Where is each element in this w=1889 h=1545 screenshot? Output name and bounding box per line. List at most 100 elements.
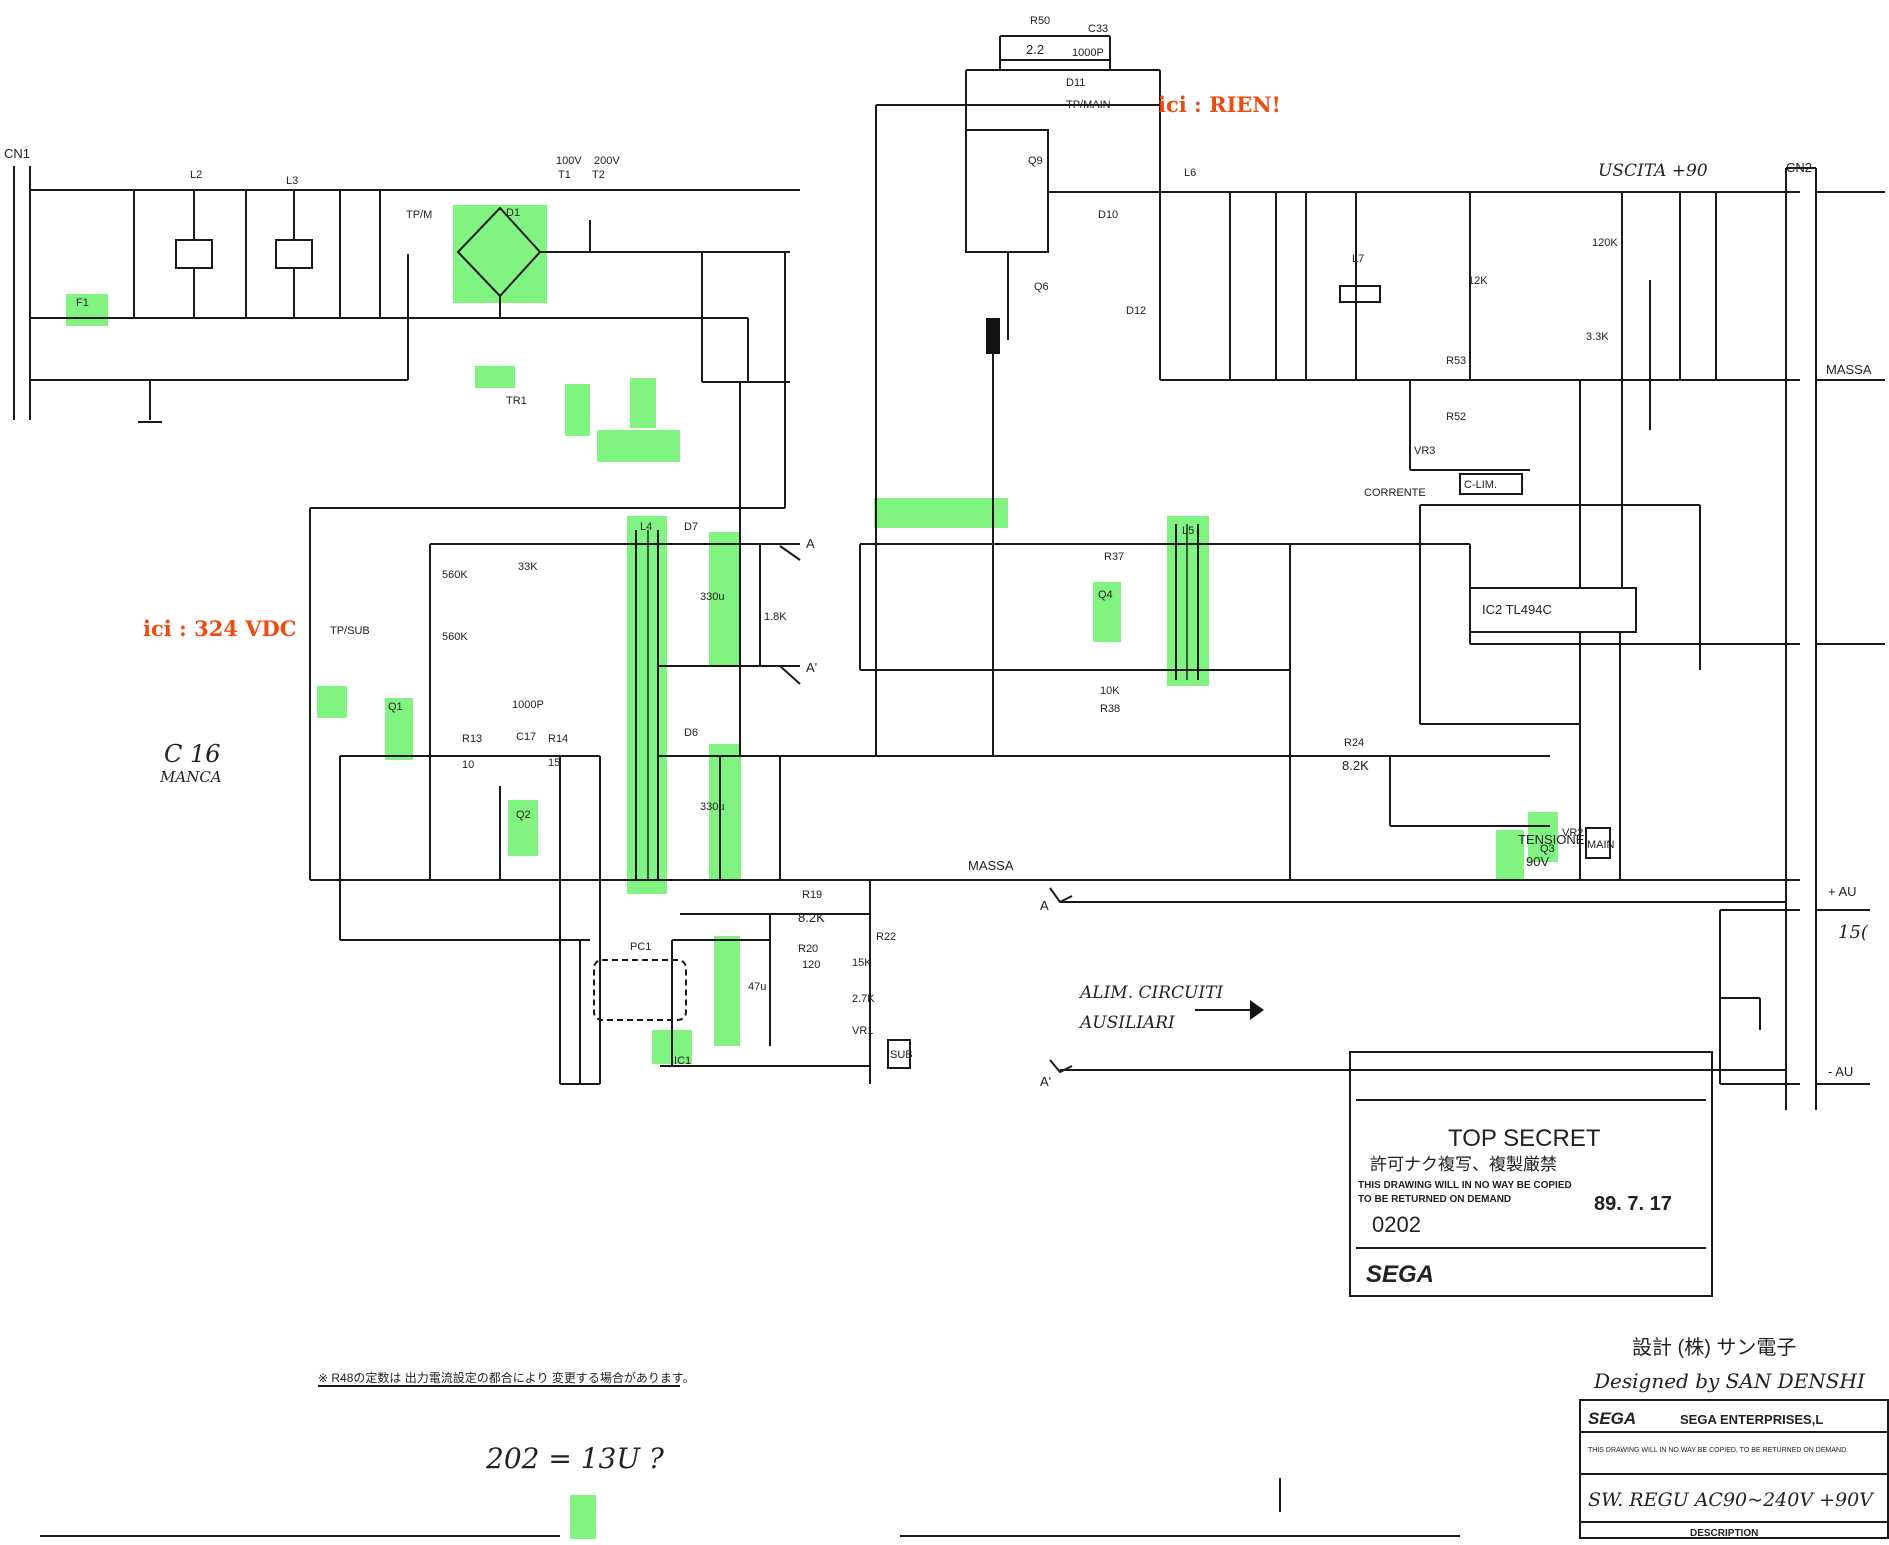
highlight-l5: [1167, 516, 1209, 686]
label-r13-value: 10: [462, 759, 474, 771]
label-tensione-2: 90V: [1526, 854, 1549, 869]
highlight-c22: [709, 744, 741, 880]
label-r20-value: 120: [802, 959, 820, 971]
label-vr3: VR3: [1414, 445, 1435, 457]
label-150: 15(: [1838, 922, 1869, 943]
label-d11: D11: [1066, 77, 1085, 89]
titleblock-notice: THIS DRAWING WILL IN NO WAY BE COPIED, T…: [1588, 1447, 1848, 1454]
designed-by: Designed by SAN DENSHI: [1593, 1369, 1866, 1393]
label-uscita: USCITA +90: [1598, 161, 1708, 181]
highlight-q2: [508, 800, 538, 856]
highlight-c19: [714, 936, 740, 1046]
label-d10: D10: [1098, 209, 1118, 221]
label-r19: R19: [802, 889, 822, 901]
label-q4: Q4: [1098, 589, 1113, 601]
label-100v: 100V: [556, 155, 582, 167]
label-c17-value: 1000P: [512, 699, 544, 711]
label-main: MAIN: [1587, 839, 1615, 851]
note-question: 202 = 13U ?: [485, 1442, 665, 1475]
label-c19-value: 47u: [748, 981, 766, 993]
designed-jp: 設計 (株) サン電子: [1632, 1336, 1796, 1359]
label-r57-value: 3.3K: [1586, 331, 1609, 343]
titleblock-description: DESCRIPTION: [1690, 1528, 1758, 1539]
titleblock-brand: SEGA: [1588, 1409, 1636, 1428]
label-alim-2: AUSILIARI: [1078, 1013, 1175, 1033]
label-r53: R53: [1446, 355, 1466, 367]
label-a: A: [1040, 898, 1049, 913]
label-minus-av: - AU: [1828, 1064, 1853, 1079]
label-c23-value: 330u: [700, 591, 724, 603]
footnote: ※ R48の定数は 出力電流設定の都合により 変更する場合があります。: [318, 1370, 695, 1385]
highlight-r12: [317, 686, 347, 718]
label-r50: R50: [1030, 15, 1050, 27]
label-vr1: VR1: [852, 1025, 873, 1037]
label-r38-value: 10K: [1100, 685, 1120, 697]
label-d1: D1: [506, 207, 520, 219]
label-c17: C17: [516, 731, 536, 743]
label-tensione-1: TENSIONE: [1518, 832, 1585, 847]
highlight-d1: [453, 205, 547, 303]
label-r38: R38: [1100, 703, 1120, 715]
l2-coil: [175, 239, 213, 269]
label-l4: L4: [640, 521, 652, 533]
highlight-l4: [627, 516, 667, 894]
highlight-tr1: [475, 366, 515, 388]
titleblock-border: [1579, 1399, 1889, 1539]
note-manca: MANCA: [159, 768, 222, 786]
highlights: [66, 205, 1558, 1539]
label-r37: R37: [1104, 551, 1124, 563]
top-secret-stamp: TOP SECRET 許可ナク複写、複製厳禁 THIS DRAWING WILL…: [1358, 1125, 1672, 1288]
label-ic1: IC1: [674, 1055, 691, 1067]
label-r24-value: 8.2K: [1342, 758, 1369, 773]
label-q3: Q3: [1540, 843, 1555, 855]
l7-coil: [1339, 285, 1381, 303]
highlight-q1: [385, 698, 413, 760]
titleblock-company: SEGA ENTERPRISES,L: [1680, 1412, 1823, 1427]
label-q2: Q2: [516, 809, 531, 821]
label-c33-value: 1000P: [1072, 47, 1104, 59]
note-c16: C 16: [164, 740, 221, 768]
stamp-border: [1349, 1051, 1713, 1297]
highlight-c24: [1496, 830, 1524, 880]
label-corrente: CORRENTE: [1364, 487, 1426, 499]
label-t1: T1: [558, 169, 571, 181]
component-labels: F1 L2 L3 D1 TP/M T1 T2 100V 200V R50 2.2…: [76, 15, 1618, 1067]
label-r56-value: 12K: [1468, 275, 1488, 287]
label-r22: R22: [876, 931, 896, 943]
label-massa-right: MASSA: [1826, 362, 1872, 377]
stamp-line-en2: TO BE RETURNED ON DEMAND: [1358, 1194, 1511, 1205]
label-c33: C33: [1088, 23, 1108, 35]
label-sub: SUB: [890, 1049, 913, 1061]
label-r58-value: 120K: [1592, 237, 1618, 249]
label-a-prime-mid: A': [806, 660, 817, 675]
highlight-r8-r30: [597, 430, 680, 462]
label-d7: D7: [684, 521, 698, 533]
label-r50-value: 2.2: [1026, 42, 1044, 57]
label-a-prime: A': [1040, 1074, 1051, 1089]
l3-coil: [275, 239, 313, 269]
highlight-marker-bottom: [570, 1495, 596, 1539]
label-massa-mid: MASSA: [968, 858, 1014, 873]
main-box: [1585, 827, 1611, 859]
label-f1: F1: [76, 297, 89, 309]
label-q6: Q6: [1034, 281, 1049, 293]
label-t2: T2: [592, 169, 605, 181]
label-q1: Q1: [388, 701, 403, 713]
label-r24: R24: [1344, 737, 1364, 749]
label-200v: 200V: [594, 155, 620, 167]
q9-body: [965, 129, 1049, 253]
label-alim-1: ALIM. CIRCUITI: [1078, 983, 1223, 1003]
sub-box: [887, 1039, 911, 1069]
highlight-c7: [565, 384, 590, 436]
label-tr1: TR1: [506, 395, 527, 407]
label-ic2: IC2 TL494C: [1482, 602, 1552, 617]
annotation-vdc: ici : 324 VDC: [143, 616, 296, 641]
label-l3: L3: [286, 175, 298, 187]
label-r52: R52: [1446, 411, 1466, 423]
label-c22-value: 330u: [700, 801, 724, 813]
highlight-c23: [709, 532, 741, 666]
label-pc1: PC1: [630, 941, 651, 953]
label-r19-value: 8.2K: [798, 910, 825, 925]
